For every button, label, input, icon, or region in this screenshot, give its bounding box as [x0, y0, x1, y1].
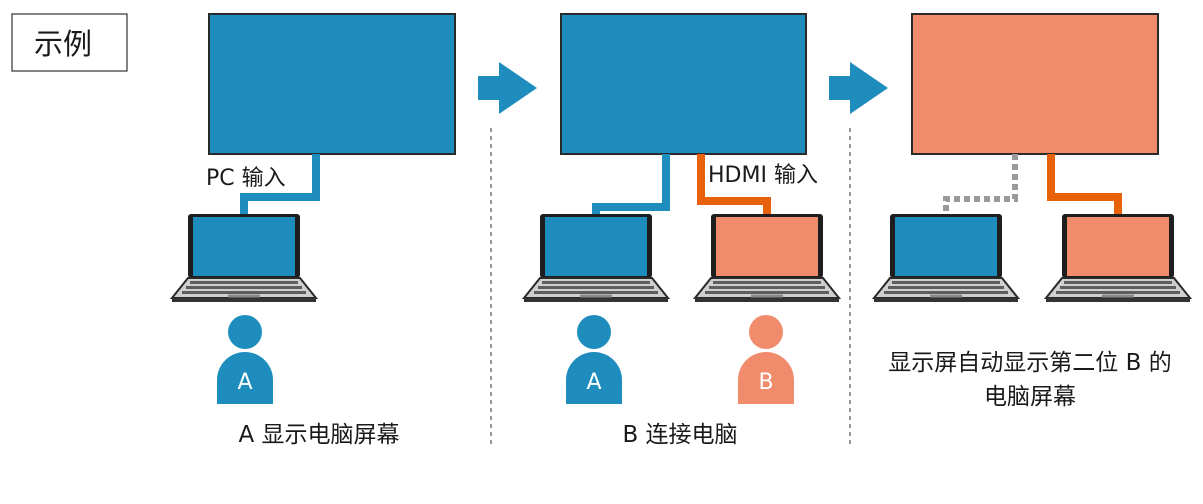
- laptop-icon: [1045, 214, 1191, 303]
- user-badge: A: [586, 370, 601, 395]
- pc-cable: [592, 154, 670, 214]
- user-badge: A: [237, 370, 252, 395]
- panel-caption-line-2: 电脑屏幕: [984, 384, 1076, 410]
- display-icon: [911, 13, 1159, 155]
- laptop-icon: [873, 214, 1019, 303]
- laptop-icon: [171, 214, 317, 303]
- display-icon: [208, 13, 456, 155]
- laptop-icon: [694, 214, 840, 303]
- panel-3: 显示屏自动显示第二位 B 的 电脑屏幕: [873, 13, 1191, 410]
- example-label-box: [11, 13, 128, 72]
- person-icon: A: [217, 315, 273, 404]
- hdmi-cable: [1047, 154, 1122, 214]
- example-label: 示例: [34, 27, 92, 61]
- display-input-label: HDMI 输入: [708, 163, 818, 188]
- user-badge: B: [758, 370, 773, 395]
- hdmi-cable: [697, 154, 771, 214]
- panel-2: HDMI 输入 A B B 连接电脑: [523, 13, 840, 448]
- person-icon: B: [738, 315, 794, 404]
- display-icon: [560, 13, 807, 155]
- panel-caption-line-1: 显示屏自动显示第二位 B 的: [888, 350, 1171, 376]
- pc-cable: [240, 154, 320, 214]
- arrow-right-icon: [829, 62, 888, 114]
- arrow-right-icon: [478, 62, 537, 114]
- display-input-label: PC 输入: [206, 166, 286, 191]
- person-icon: A: [566, 315, 622, 404]
- panel-caption: A 显示电脑屏幕: [238, 422, 399, 448]
- panel-caption: B 连接电脑: [622, 422, 737, 448]
- inactive-cable: [943, 154, 1018, 214]
- laptop-icon: [523, 214, 669, 303]
- panel-1: PC 输入 A A 显示电脑屏幕: [171, 13, 456, 448]
